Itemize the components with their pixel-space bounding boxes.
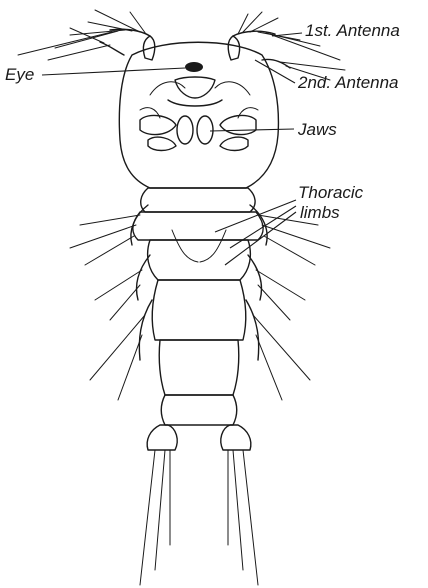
- label-second-antenna: 2nd. Antenna: [297, 73, 399, 92]
- label-jaws: Jaws: [297, 120, 337, 139]
- jaws: [140, 115, 256, 150]
- leader-thoracic-limbs-1: [215, 200, 296, 232]
- label-thoracic-limbs-line2: limbs: [300, 203, 340, 222]
- eye-spot: [185, 62, 203, 72]
- label-thoracic-limbs-line1: Thoracic: [298, 183, 364, 202]
- label-first-antenna: 1st. Antenna: [305, 21, 400, 40]
- leader-jaws: [210, 129, 294, 131]
- leader-first-antenna: [272, 33, 302, 36]
- leader-eye: [42, 68, 185, 75]
- label-eye: Eye: [5, 65, 34, 84]
- thoracic-limbs-left: [70, 205, 152, 400]
- labrum: [175, 77, 215, 98]
- caudal-setae: [140, 450, 258, 585]
- abdomen: [147, 395, 251, 450]
- thorax: [133, 188, 263, 395]
- thoracic-limbs-right: [246, 205, 330, 400]
